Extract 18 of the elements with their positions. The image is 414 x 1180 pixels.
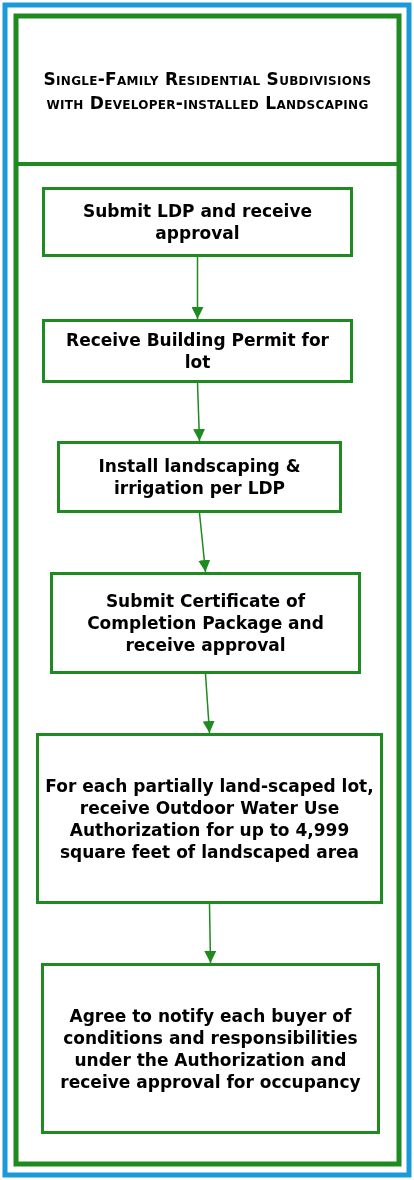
title-text: Single-Family Residential Subdivisions with Developer-installed Landscaping <box>42 67 373 115</box>
arrow <box>193 382 206 442</box>
step-text: Install landscaping & irrigation per LDP <box>97 455 302 499</box>
arrow <box>198 512 211 573</box>
step-text: Agree to notify each buyer of conditions and responsibilities under the Authorization and receive approval for occupancy <box>59 1004 362 1093</box>
process-box <box>41 963 380 1134</box>
step-text: Submit Certificate of Completion Package and receive approval <box>86 590 325 656</box>
step-text: Submit LDP and receive approval <box>81 200 313 244</box>
step-text: For each partially land-scaped lot, receive Outdoor Water Use Authorization for up to 4,999 square feet of landscaped area <box>44 774 375 863</box>
step-text: Receive Building Permit for lot <box>65 329 330 373</box>
arrow <box>191 256 204 320</box>
arrow <box>204 903 217 964</box>
process-box <box>42 187 353 257</box>
process-box <box>36 733 383 904</box>
arrow <box>202 673 215 734</box>
process-box <box>50 572 361 674</box>
process-box <box>42 319 353 383</box>
process-box <box>57 441 342 513</box>
